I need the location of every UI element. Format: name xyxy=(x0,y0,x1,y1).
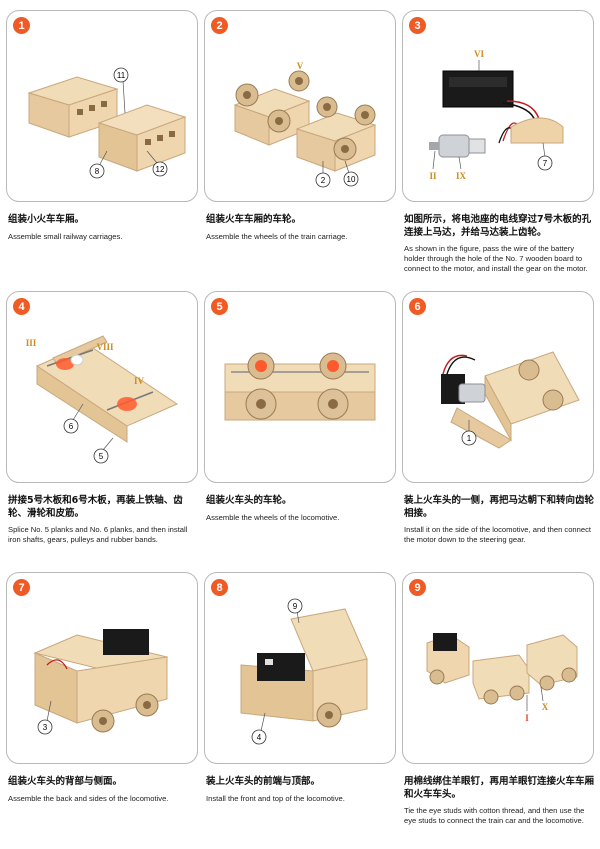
part-label: VI xyxy=(474,49,484,59)
step-title-cn: 装上火车头的一侧，再把马达朝下和转向齿轮相接。 xyxy=(404,495,595,519)
step-1-image: 1 11 8 12 xyxy=(6,10,198,202)
step-number-badge: 4 xyxy=(13,298,30,315)
step-number-badge: 8 xyxy=(211,579,228,596)
step-5-image: 5 xyxy=(204,291,396,483)
locomotive-back-sides-illustration: 3 xyxy=(33,629,169,735)
step-title-cn: 用棉线绑住羊眼钉，再用羊眼钉连接火车车厢和火车车头。 xyxy=(404,776,595,800)
locomotive-side-motor-illustration: 1 xyxy=(441,351,580,449)
step-number-badge: 5 xyxy=(211,298,228,315)
part-label: 3 xyxy=(43,723,48,732)
step-description-en: Assemble the back and sides of the locom… xyxy=(8,794,169,803)
step-7-image: 7 3 xyxy=(6,572,198,764)
train-connection-illustration: I X xyxy=(426,633,578,723)
step-title-cn: 装上火车头的前端与顶部。 xyxy=(206,776,321,787)
part-label: X xyxy=(542,702,549,712)
step-number-badge: 9 xyxy=(409,579,426,596)
part-label: II xyxy=(429,171,437,181)
step-description-en: Assemble the wheels of the locomotive. xyxy=(206,513,340,522)
part-label: IX xyxy=(456,171,467,181)
step-description-en: As shown in the figure, pass the wire of… xyxy=(404,244,588,273)
step-title-cn: 拼接5号木板和6号木板，再装上铁轴、齿轮、滑轮和皮筋。 xyxy=(8,495,183,519)
step-description-en: Install it on the side of the locomotive… xyxy=(404,525,592,544)
part-label: 4 xyxy=(257,733,262,742)
part-label: I xyxy=(525,713,529,723)
part-label: 1 xyxy=(467,434,472,443)
part-label: 8 xyxy=(95,167,100,176)
battery-motor-illustration: VI II IX 7 xyxy=(429,49,564,181)
part-label: VIII xyxy=(96,342,114,352)
step-title-cn: 组装火车车厢的车轮。 xyxy=(206,214,302,225)
locomotive-wheels-illustration xyxy=(224,352,376,421)
step-description-en: Assemble small railway carriages. xyxy=(8,232,123,241)
step-number-badge: 7 xyxy=(13,579,30,596)
step-3-image: 3 VI II IX 7 xyxy=(402,10,594,202)
carriage-parts-illustration: 11 8 12 xyxy=(27,67,187,179)
step-title-cn: 如图所示，将电池座的电线穿过7号木板的孔连接上马达，并给马达装上齿轮。 xyxy=(404,214,592,238)
part-label: 10 xyxy=(347,175,356,184)
step-title-cn: 组装火车头的车轮。 xyxy=(206,495,292,506)
step-number-badge: 3 xyxy=(409,17,426,34)
part-label: 2 xyxy=(321,176,326,185)
step-description-en: Tie the eye studs with cotton thread, an… xyxy=(404,806,585,825)
step-8-image: 8 9 4 xyxy=(204,572,396,764)
step-number-badge: 2 xyxy=(211,17,228,34)
part-label: III xyxy=(26,338,37,348)
step-number-badge: 1 xyxy=(13,17,30,34)
step-title-cn: 组装火车头的背部与侧面。 xyxy=(8,776,123,787)
part-label: 5 xyxy=(99,452,104,461)
part-label: 11 xyxy=(117,71,126,80)
step-9-image: 9 I X xyxy=(402,572,594,764)
part-label: V xyxy=(297,61,304,71)
part-label: 12 xyxy=(156,165,165,174)
part-label: 9 xyxy=(293,602,298,611)
step-title-cn: 组装小火车车厢。 xyxy=(8,214,85,225)
step-2-image: 2 V 2 10 xyxy=(204,10,396,202)
step-description-en: Install the front and top of the locomot… xyxy=(206,794,345,803)
carriage-wheels-illustration: V 2 10 xyxy=(233,61,377,188)
step-6-image: 6 1 xyxy=(402,291,594,483)
part-label: 7 xyxy=(543,159,548,168)
step-number-badge: 6 xyxy=(409,298,426,315)
step-description-en: Splice No. 5 planks and No. 6 planks, an… xyxy=(8,525,188,544)
locomotive-front-top-illustration: 9 4 xyxy=(240,598,368,745)
part-label: IV xyxy=(134,376,145,386)
step-description-en: Assemble the wheels of the train carriag… xyxy=(206,232,348,241)
chassis-shaft-illustration: III VIII IV 6 5 xyxy=(26,335,179,464)
step-4-image: 4 III VIII IV 6 5 xyxy=(6,291,198,483)
part-label: 6 xyxy=(69,422,74,431)
